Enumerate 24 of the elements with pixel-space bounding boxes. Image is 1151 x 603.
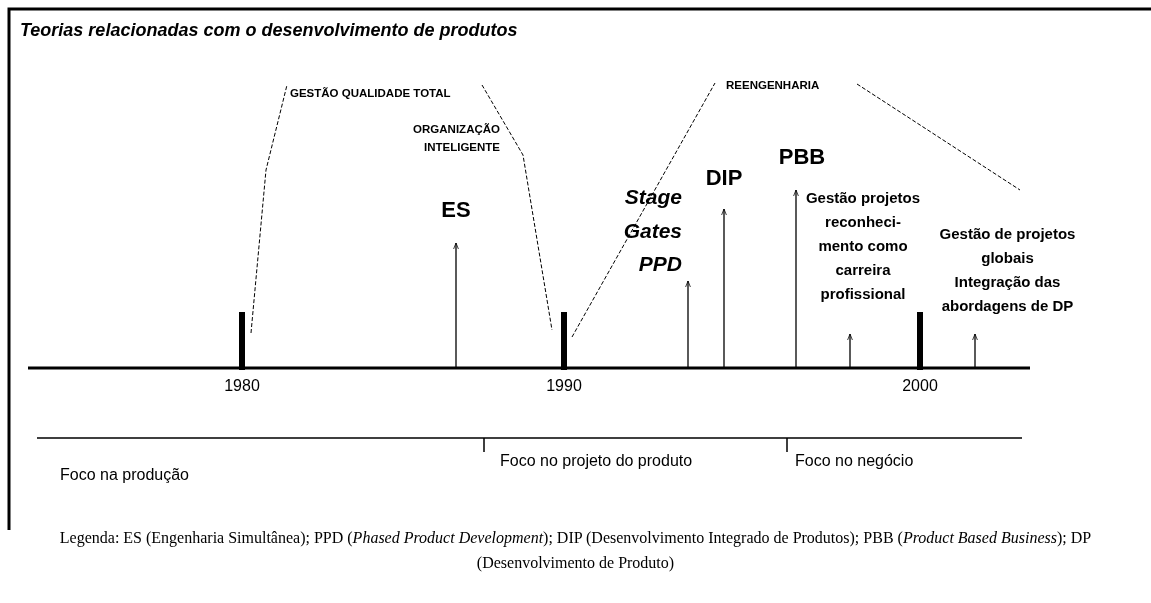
arrow <box>847 333 853 368</box>
arrow <box>793 189 799 368</box>
arrow <box>453 242 459 368</box>
year-label: 1990 <box>545 376 583 396</box>
period-label: Foco no projeto do produto <box>500 451 694 471</box>
milestone-label: Gestão de projetos globais <box>938 224 1077 268</box>
arrow <box>972 333 978 368</box>
milestone-label: Gestão projetos reconheci-mento como carreira profissional <box>805 188 921 304</box>
year-label: 1980 <box>223 376 261 396</box>
arrow <box>721 208 727 368</box>
caption: Legenda: ES (Engenharia Simultânea); PPD (Phased Product Development); DIP (Desenvolvimento Integrado de Produtos); PBB (Product Based Business); DP (Desenvolvimento de Produto) <box>58 528 1093 574</box>
method-label: Stage Gates PPD <box>623 184 682 278</box>
title: Teorias relacionadas com o desenvolvimento de produtos <box>20 20 518 41</box>
milestone-label: Integração das abordagens de DP <box>940 272 1075 316</box>
year-label: 2000 <box>901 376 939 396</box>
period-label: Foco no negócio <box>795 451 915 471</box>
milestone-label: ES <box>441 195 471 224</box>
theory-label: REENGENHARIA <box>726 78 821 93</box>
arrow <box>685 280 691 368</box>
theory-label: ORGANIZAÇÃO INTELIGENTE <box>412 122 500 155</box>
milestone-label: PBB <box>778 142 826 171</box>
theory-label: GESTÃO QUALIDADE TOTAL <box>290 86 452 101</box>
milestone-label: DIP <box>705 163 743 192</box>
period-label: Foco na produção <box>60 465 190 485</box>
